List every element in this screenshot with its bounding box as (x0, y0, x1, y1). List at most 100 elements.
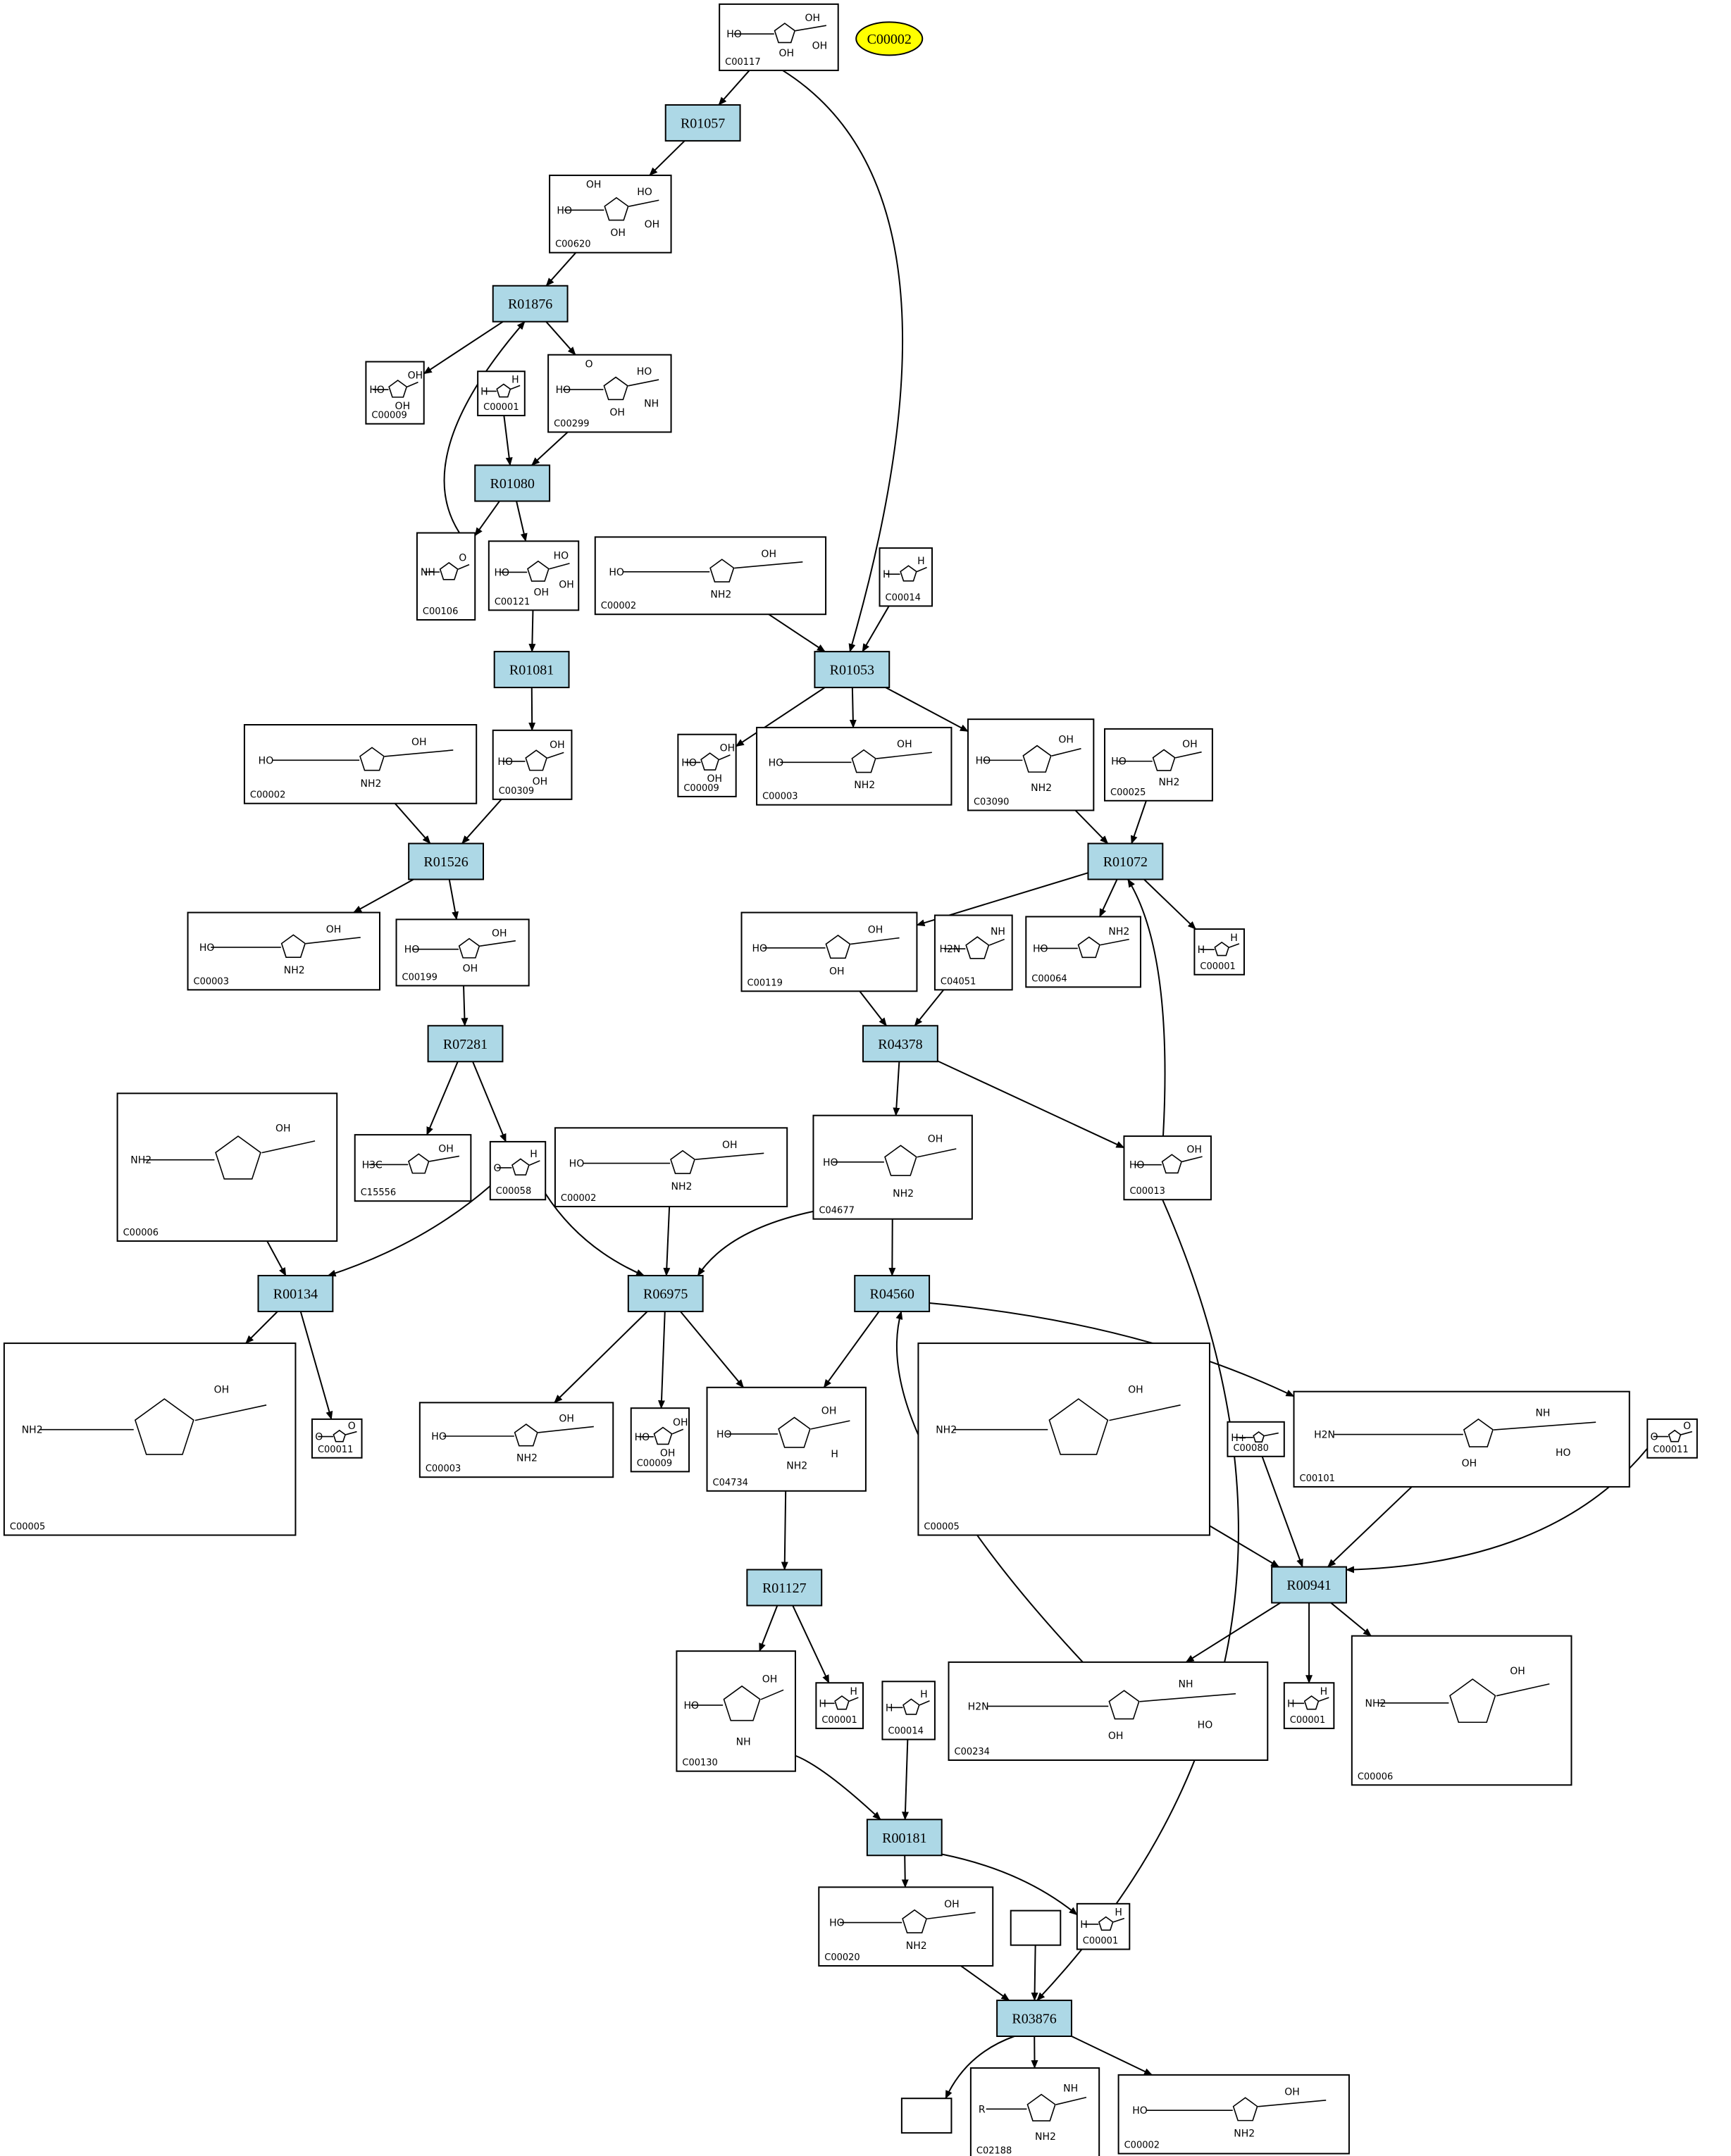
compound-box[interactable] (416, 532, 476, 621)
compound-box[interactable] (818, 1886, 994, 1967)
reaction-r00181[interactable]: R00181 (866, 1819, 943, 1857)
compound-box[interactable] (488, 540, 580, 611)
reaction-box[interactable] (627, 1275, 704, 1313)
reaction-r01053[interactable]: R01053 (814, 651, 891, 689)
compound-box[interactable] (879, 547, 933, 607)
reaction-box[interactable] (1087, 842, 1164, 880)
reaction-r04560[interactable]: R04560 (854, 1275, 931, 1313)
compound-box[interactable] (933, 914, 1013, 991)
compound-blank[interactable] (900, 2098, 953, 2134)
reaction-r01072[interactable]: R01072 (1087, 842, 1164, 880)
reaction-r00941[interactable]: R00941 (1271, 1566, 1348, 1604)
compound-blank[interactable] (1010, 1909, 1062, 1946)
compound-box[interactable] (116, 1092, 338, 1242)
compound-box[interactable] (1646, 1418, 1698, 1459)
compound-box[interactable] (549, 174, 672, 254)
reaction-box[interactable] (492, 285, 569, 323)
compound-box[interactable] (676, 1650, 796, 1772)
compound-box[interactable] (594, 536, 827, 616)
compound-box[interactable] (900, 2098, 953, 2134)
target-compound[interactable]: C00002 (855, 21, 924, 56)
compound-box[interactable] (243, 724, 478, 804)
target-ellipse[interactable] (855, 21, 924, 56)
reaction-box[interactable] (746, 1569, 823, 1607)
reaction-r01080[interactable]: R01080 (474, 464, 551, 502)
reaction-r07281[interactable]: R07281 (427, 1025, 504, 1063)
compound-box[interactable] (1025, 916, 1141, 988)
reaction-box[interactable] (1271, 1566, 1348, 1604)
compound-box[interactable] (630, 1407, 690, 1473)
compound-box[interactable] (1193, 928, 1245, 976)
compound-box[interactable] (881, 1681, 936, 1740)
reaction-box[interactable] (854, 1275, 931, 1313)
compound-box[interactable] (1010, 1909, 1062, 1946)
reaction-r01127[interactable]: R01127 (746, 1569, 823, 1607)
compound-box[interactable] (706, 1386, 867, 1492)
compound-c00080[interactable]: H+C00080 (1227, 1421, 1285, 1457)
compound-box[interactable] (740, 911, 918, 992)
compound-box[interactable] (1117, 2074, 1350, 2155)
compound-box[interactable] (917, 1342, 1210, 1536)
reaction-r00134[interactable]: R00134 (257, 1275, 334, 1313)
reaction-box[interactable] (427, 1025, 504, 1063)
compound-box[interactable] (554, 1127, 788, 1208)
compound-box[interactable] (812, 1114, 973, 1220)
compound-box[interactable] (1351, 1635, 1572, 1786)
compound-box[interactable] (547, 354, 672, 433)
compound-box[interactable] (1293, 1390, 1630, 1488)
reaction-box[interactable] (862, 1025, 938, 1063)
compound-box[interactable] (1227, 1421, 1285, 1457)
compound-box[interactable] (1123, 1135, 1212, 1201)
reaction-r01876[interactable]: R01876 (492, 285, 569, 323)
reaction-box[interactable] (408, 842, 484, 880)
compound-box[interactable] (967, 718, 1095, 811)
compound-box[interactable] (948, 1661, 1269, 1762)
compound-box[interactable] (418, 1402, 614, 1478)
reaction-box[interactable] (814, 651, 891, 689)
compound-box[interactable] (1283, 1682, 1335, 1729)
reaction-box[interactable] (493, 651, 570, 689)
compound-box[interactable] (1104, 728, 1213, 802)
compound-box[interactable] (489, 1140, 547, 1201)
reaction-r01081[interactable]: R01081 (493, 651, 570, 689)
reaction-r01057[interactable]: R01057 (664, 104, 741, 142)
